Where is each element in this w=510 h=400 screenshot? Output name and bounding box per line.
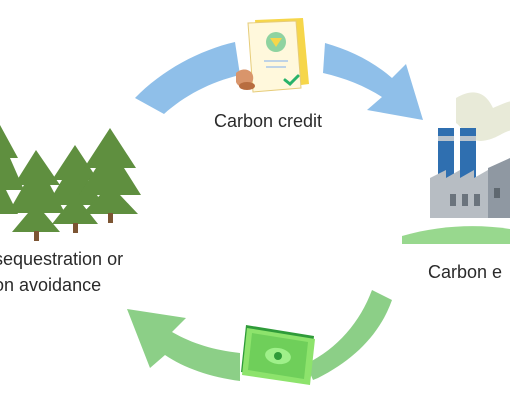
banknote-stack-icon <box>241 325 315 385</box>
carbon-credit-label: Carbon credit <box>214 111 323 131</box>
arrow-credit-to-emitter <box>323 43 423 120</box>
sequestration-label-line-2: on avoidance <box>0 275 102 295</box>
arrow-forest-to-credit <box>135 42 240 114</box>
factory-icon <box>402 92 510 244</box>
pine-forest-icon <box>0 125 141 241</box>
arrow-payment-to-sequestration <box>127 309 240 381</box>
arrow-emitter-to-payment <box>306 290 392 380</box>
carbon-emitter-label: Carbon e <box>428 262 503 282</box>
certificate-with-stamp-icon <box>236 18 309 93</box>
sequestration-label: sequestration or on avoidance <box>0 246 123 298</box>
sequestration-label-line-1: sequestration or <box>0 249 124 269</box>
cycle-arrows <box>127 42 423 381</box>
